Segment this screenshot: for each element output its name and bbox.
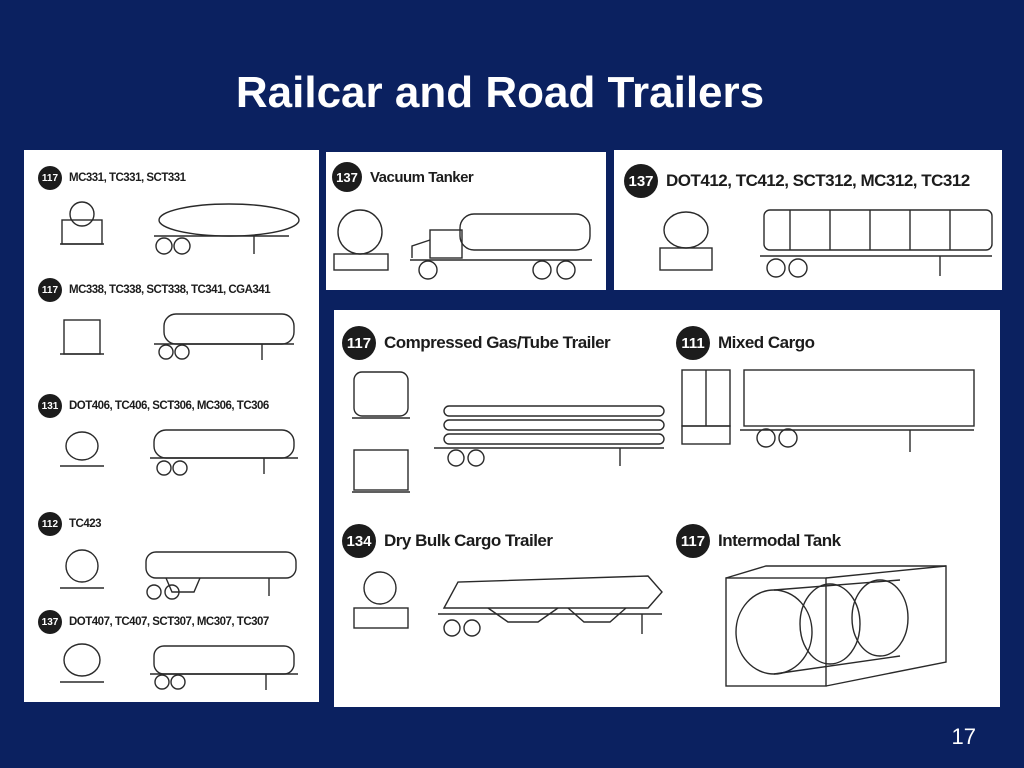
dry-bulk-trailer-drawing xyxy=(353,571,663,637)
left-panel: 117 MC331, TC331, SCT331 117 MC338, TC33… xyxy=(24,150,319,702)
vehicle-type: Vacuum Tanker xyxy=(370,168,474,186)
vehicle-spec: DOT407, TC407, SCT307, MC307, TC307 xyxy=(69,616,269,628)
guide-badge: 111 xyxy=(676,326,710,360)
vehicle-type: Compressed Gas/Tube Trailer xyxy=(384,333,611,352)
guide-badge: 134 xyxy=(342,524,376,558)
vehicle-type: Mixed Cargo xyxy=(718,333,815,352)
left-row-2-label: 131 DOT406, TC406, SCT306, MC306, TC306 xyxy=(38,394,269,418)
guide-badge: 117 xyxy=(38,278,62,302)
vacuum-tanker-panel: 137 Vacuum Tanker xyxy=(326,152,606,290)
mixed-cargo-label: 111 Mixed Cargo xyxy=(676,326,815,360)
tank-trailer-drawing xyxy=(60,549,297,600)
guide-badge: 117 xyxy=(342,326,376,360)
box-trailer-drawing xyxy=(681,369,975,452)
dot412-label: 137 DOT412, TC412, SCT312, MC312, TC312 xyxy=(624,164,970,198)
intermodal-tank-label: 117 Intermodal Tank xyxy=(676,524,841,558)
bottom-panel: 117 Compressed Gas/Tube Trailer 111 Mixe… xyxy=(334,310,1000,707)
tube-trailer-drawing xyxy=(352,371,665,493)
guide-badge: 131 xyxy=(38,394,62,418)
left-row-4-label: 137 DOT407, TC407, SCT307, MC307, TC307 xyxy=(38,610,269,634)
guide-badge: 117 xyxy=(38,166,62,190)
tank-trailer-drawing xyxy=(60,313,295,360)
left-row-3-label: 112 TC423 xyxy=(38,512,102,536)
tube-trailer-label: 117 Compressed Gas/Tube Trailer xyxy=(342,326,611,360)
slide-title: Railcar and Road Trailers xyxy=(235,68,765,117)
guide-badge: 137 xyxy=(332,162,362,192)
vehicle-spec: MC338, TC338, SCT338, TC341, CGA341 xyxy=(69,284,271,296)
vehicle-spec: DOT412, TC412, SCT312, MC312, TC312 xyxy=(666,171,970,190)
guide-badge: 137 xyxy=(624,164,658,198)
vehicle-spec: TC423 xyxy=(69,518,102,530)
left-row-1-label: 117 MC338, TC338, SCT338, TC341, CGA341 xyxy=(38,278,271,302)
dry-bulk-label: 134 Dry Bulk Cargo Trailer xyxy=(342,524,553,558)
vehicle-type: Dry Bulk Cargo Trailer xyxy=(384,531,553,550)
guide-badge: 117 xyxy=(676,524,710,558)
vacuum-tanker-drawing xyxy=(333,209,592,280)
vehicle-spec: MC331, TC331, SCT331 xyxy=(69,172,186,184)
left-row-0-label: 117 MC331, TC331, SCT331 xyxy=(38,166,186,190)
vehicle-spec: DOT406, TC406, SCT306, MC306, TC306 xyxy=(69,400,269,412)
vehicle-type: Intermodal Tank xyxy=(718,531,841,550)
vacuum-tanker-label: 137 Vacuum Tanker xyxy=(332,162,474,192)
guide-badge: 112 xyxy=(38,512,62,536)
intermodal-tank-drawing xyxy=(725,565,947,687)
guide-badge: 137 xyxy=(38,610,62,634)
tank-trailer-drawing xyxy=(659,209,993,278)
page-number: 17 xyxy=(951,724,976,749)
dot412-panel: 137 DOT412, TC412, SCT312, MC312, TC312 xyxy=(614,150,1002,290)
tank-trailer-drawing xyxy=(60,643,298,690)
tank-trailer-drawing xyxy=(60,429,298,476)
tank-trailer-drawing xyxy=(60,201,300,255)
